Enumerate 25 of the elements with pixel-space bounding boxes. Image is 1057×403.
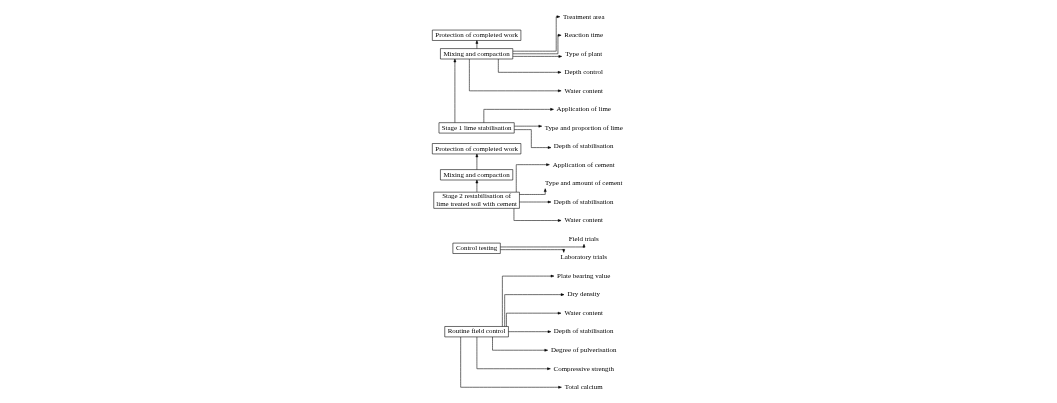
- arrow: [512, 14, 560, 51]
- arrow: [497, 58, 561, 74]
- arrow: [476, 336, 551, 370]
- arrow: [499, 248, 565, 253]
- arrow: [515, 162, 550, 192]
- arrow: [512, 33, 561, 54]
- arrow: [507, 329, 551, 333]
- arrow: [513, 207, 561, 222]
- arrow: [513, 128, 551, 149]
- arrow: [468, 58, 561, 92]
- arrow: [475, 153, 478, 170]
- arrow: [518, 200, 551, 203]
- arrow: [499, 243, 585, 247]
- arrow: [483, 107, 554, 123]
- arrow: [491, 336, 548, 351]
- arrow: [503, 292, 564, 327]
- arrow: [505, 311, 561, 327]
- arrow: [453, 58, 456, 123]
- arrow: [512, 54, 562, 58]
- arrow: [475, 39, 478, 49]
- arrow: [513, 124, 542, 127]
- arrow: [475, 179, 478, 192]
- arrow: [518, 187, 546, 195]
- arrow: [501, 274, 554, 327]
- arrow: [459, 336, 562, 389]
